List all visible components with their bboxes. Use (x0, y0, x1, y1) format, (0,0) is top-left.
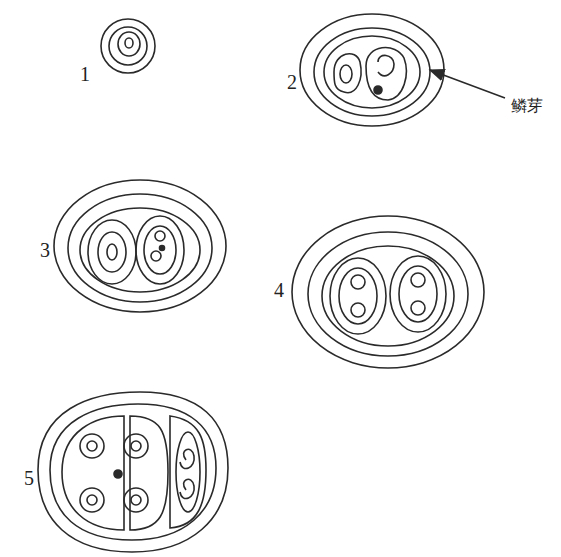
figure-number: 2 (287, 72, 297, 92)
bud-section-5 (38, 392, 228, 552)
bud-section-4 (292, 216, 484, 368)
part-label: 鳞芽 (511, 98, 543, 114)
figure-number: 5 (24, 468, 34, 488)
bud-section-1 (101, 19, 155, 73)
figure-number: 1 (80, 64, 90, 84)
figure-number: 4 (274, 280, 284, 300)
bud-section-2 (300, 14, 505, 126)
figure-number: 3 (40, 240, 50, 260)
bud-section-3 (54, 180, 226, 312)
